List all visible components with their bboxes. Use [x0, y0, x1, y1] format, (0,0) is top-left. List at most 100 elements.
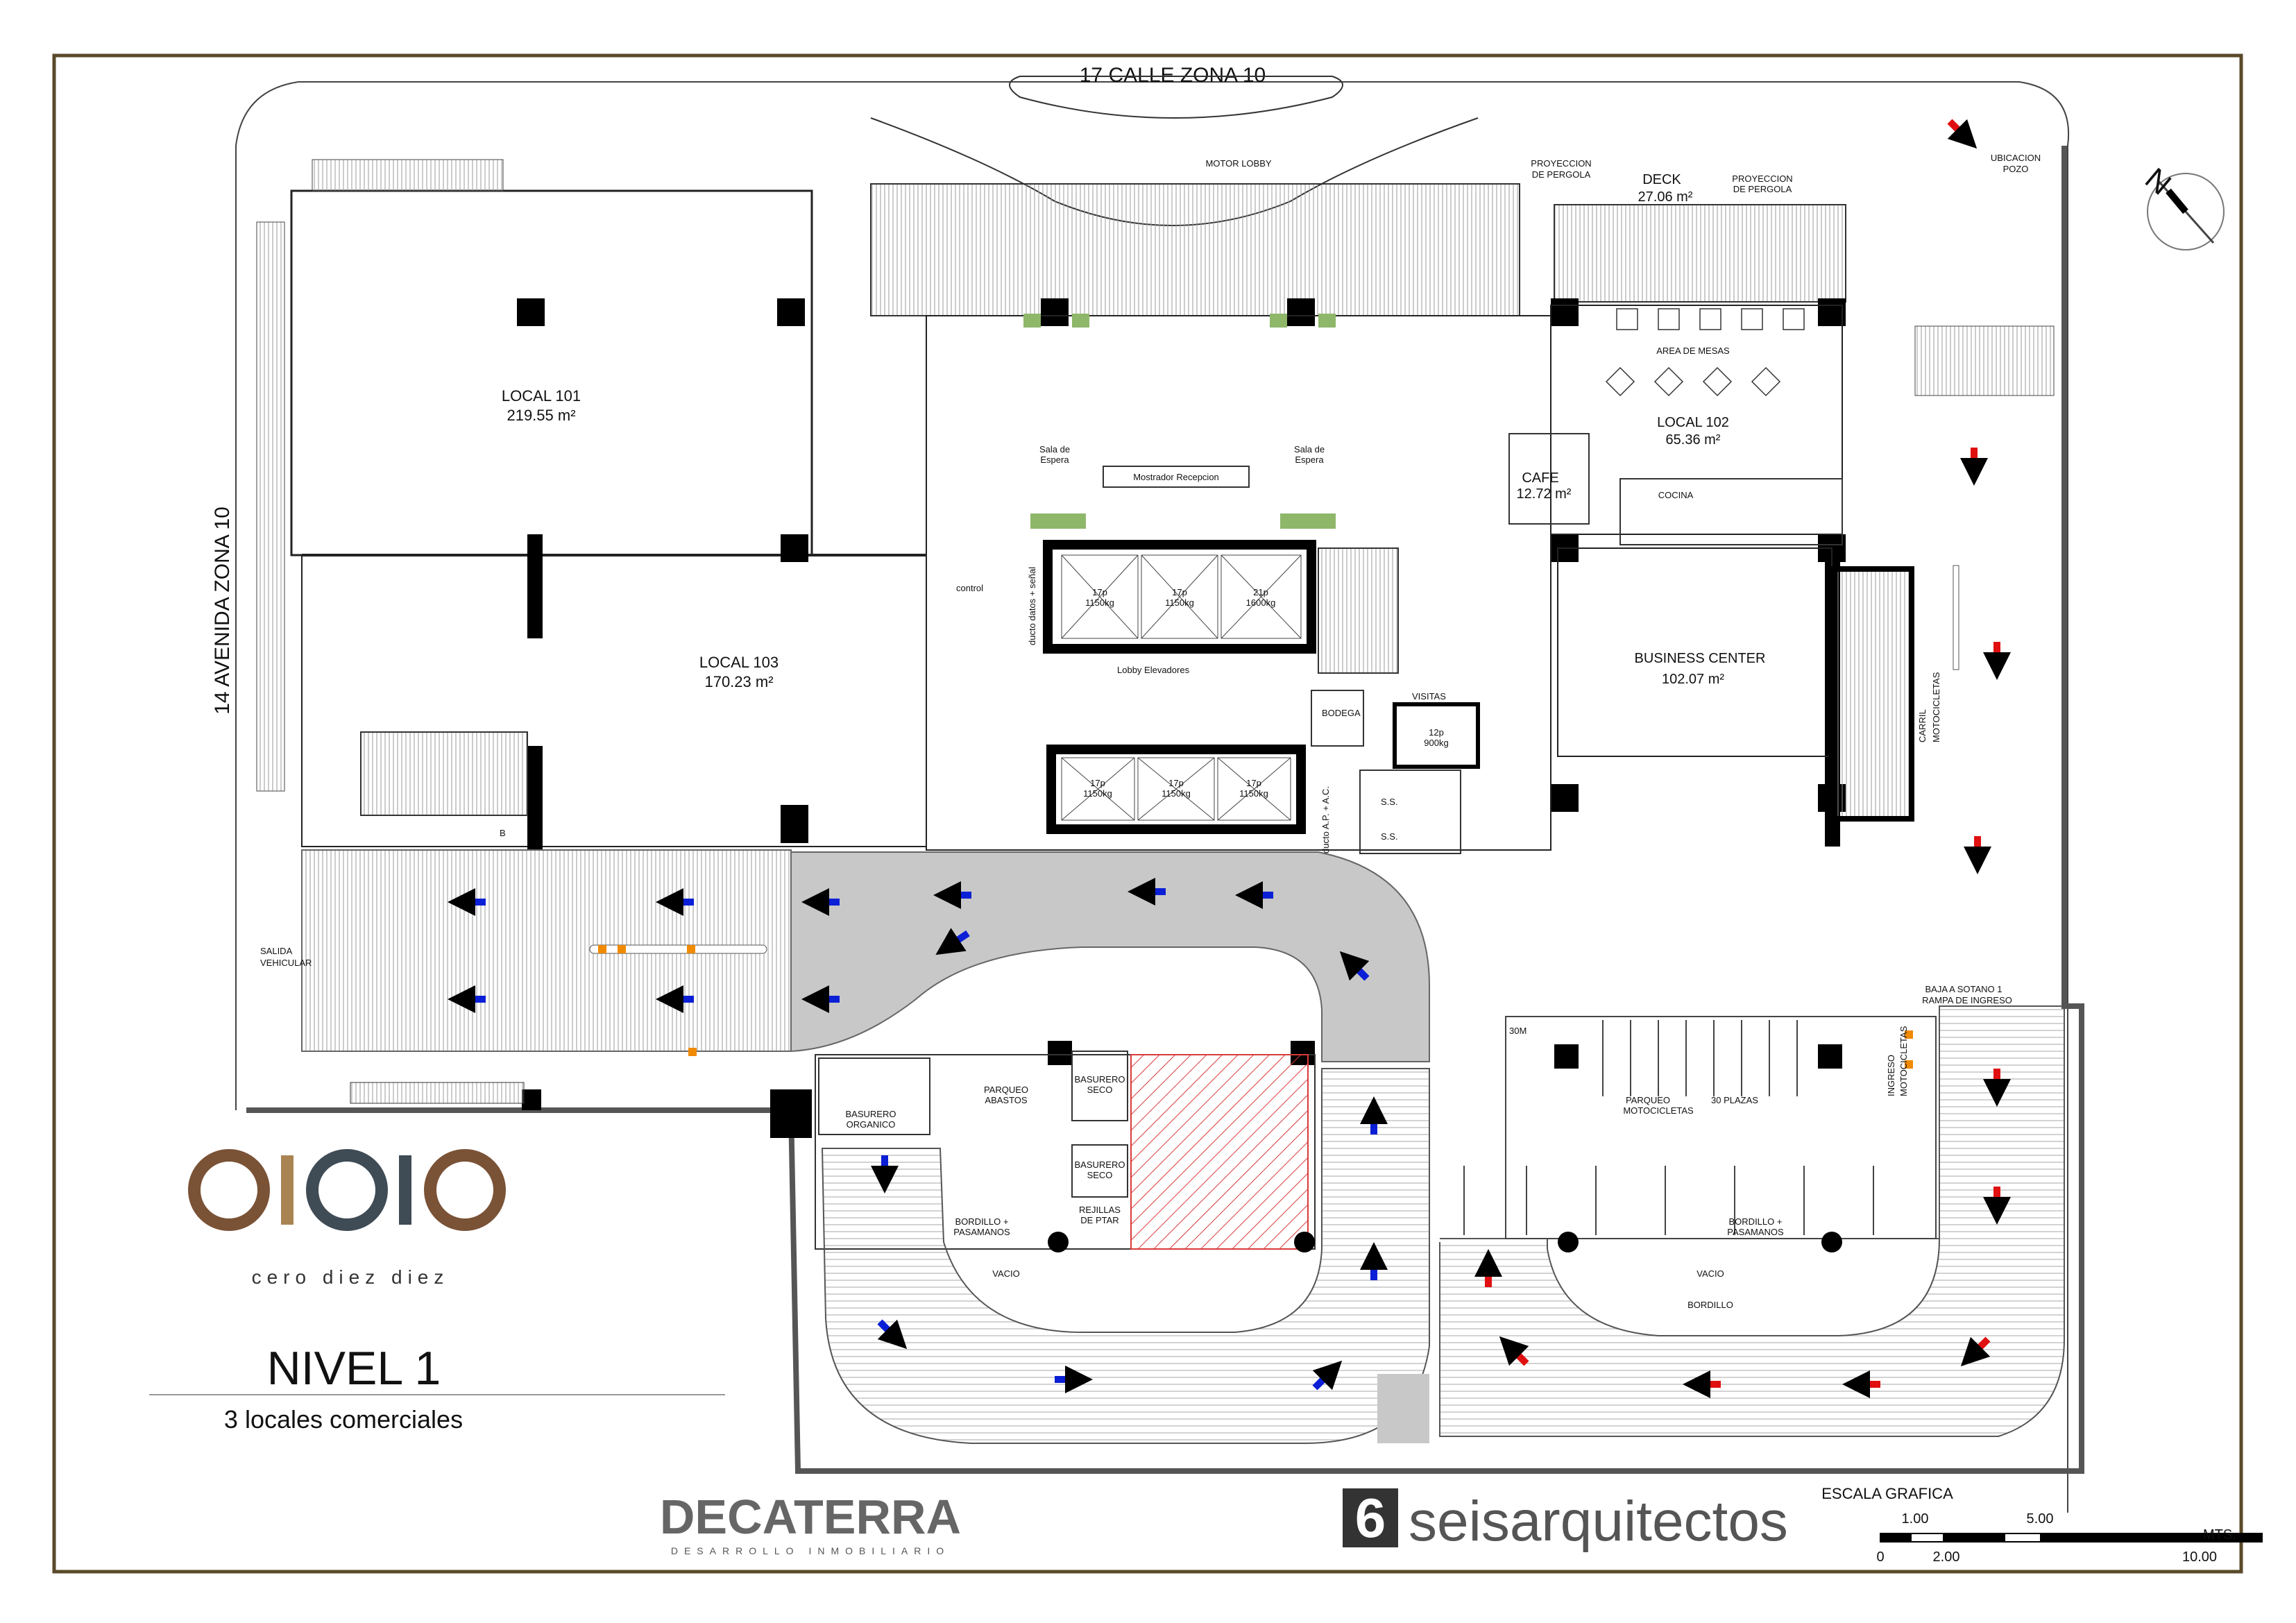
- local-101-outline: [290, 189, 813, 556]
- developer-tagline: DESARROLLO INMOBILIARIO: [671, 1545, 950, 1556]
- north-arrow: N: [2138, 162, 2225, 250]
- area-mesas-label: AREA DE MESAS: [1656, 346, 1730, 356]
- ingreso-moto-b: MOTOCICLETAS: [1898, 1026, 1909, 1096]
- scale-tick-2: 2.00: [1933, 1549, 1960, 1565]
- deck-area: 27.06 m²: [1638, 189, 1693, 205]
- traffic-arrows-blue: [448, 878, 1388, 1393]
- ingreso-moto-a: INGRESO: [1886, 1055, 1896, 1096]
- plazas-label: 30 PLAZAS: [1711, 1095, 1758, 1105]
- central-lobby-outline: [926, 315, 1551, 851]
- pergola-label-1a: PROYECCION: [1531, 158, 1591, 169]
- scale-title: ESCALA GRAFICA: [1821, 1485, 1953, 1502]
- basurero-seco2-b: SECO: [1087, 1170, 1113, 1180]
- local-102-outline: [1550, 305, 1843, 535]
- elev-bot-2-cap: 17p: [1168, 778, 1184, 788]
- moto-parking: [1505, 1016, 1937, 1239]
- basurero-seco1-b: SECO: [1087, 1085, 1113, 1095]
- stair-center: [1318, 547, 1399, 674]
- cafe-name: CAFE: [1522, 470, 1558, 486]
- stair-left-bottom: [350, 1082, 525, 1104]
- dining-tables: [1605, 308, 1805, 397]
- pozo-label-b: POZO: [2003, 164, 2029, 174]
- street-top-label: 17 CALLE ZONA 10: [1080, 64, 1266, 87]
- pergola-projection-left: [870, 183, 1520, 316]
- ramp-right: [1439, 1005, 2065, 1437]
- planter-top-3: [1270, 314, 1287, 328]
- bordillo-label: BORDILLO: [1687, 1300, 1733, 1310]
- parqueo-abastos-b: ABASTOS: [985, 1095, 1028, 1105]
- cafe-kiosk: [1508, 433, 1590, 525]
- motor-lobby-label: MOTOR LOBBY: [1205, 158, 1271, 169]
- sala1-b: Espera: [1040, 454, 1069, 465]
- salida-b: VEHICULAR: [260, 958, 312, 968]
- architect-mark-box: [1343, 1488, 1398, 1547]
- logo-tagline: cero diez diez: [252, 1266, 450, 1288]
- driveway-paving: [790, 851, 1430, 1062]
- basurero-seco2-a: BASURERO: [1075, 1159, 1125, 1170]
- ramp-left-gray: [1377, 1374, 1429, 1443]
- ss2-label: S.S.: [1381, 831, 1398, 842]
- pergola-projection-right: [1554, 204, 1846, 303]
- visitas-elev-load: 900kg: [1424, 738, 1448, 748]
- pergola-label-2a: PROYECCION: [1732, 173, 1792, 184]
- level-subtitle: 3 locales comerciales: [224, 1405, 463, 1434]
- ducto-ap-label: ducto A.P. + A.C.: [1320, 786, 1331, 853]
- basurero-seco-1: [1071, 1051, 1128, 1121]
- visitas-elev-cap: 12p: [1429, 727, 1444, 738]
- ramp-left: [821, 1068, 1430, 1444]
- lobby-elevadores-label: Lobby Elevadores: [1117, 665, 1190, 675]
- bordillo2-b: PASAMANOS: [1727, 1227, 1784, 1237]
- vacio1-label: VACIO: [992, 1268, 1020, 1279]
- basurero-seco1-a: BASURERO: [1075, 1074, 1125, 1085]
- round-columns: [1048, 1232, 1842, 1252]
- deck-name: DECK: [1642, 172, 1681, 187]
- elev-bot-2-load: 1150kg: [1162, 788, 1191, 799]
- structural-columns: [517, 298, 1846, 1138]
- scale-tick-1: 1.00: [1902, 1511, 1929, 1527]
- carril-a: CARRIL: [1917, 709, 1928, 742]
- elevator-block-bottom: [1046, 745, 1306, 834]
- developer-logo: DECATERRA: [660, 1490, 961, 1544]
- sheet-frame: [52, 53, 2243, 1574]
- visitas-elevator: [1393, 702, 1480, 769]
- reception-counter: [1103, 466, 1250, 488]
- salida-a: SALIDA: [260, 946, 293, 956]
- top-balcony-rail: [312, 159, 504, 192]
- rejillas-a: REJILLAS: [1079, 1205, 1121, 1215]
- stair-left: [360, 731, 528, 816]
- moto-lane: [1953, 565, 1959, 670]
- business-name: BUSINESS CENTER: [1635, 651, 1766, 666]
- architect-logo: seisarquitectos: [1409, 1490, 1788, 1553]
- local-101-name: LOCAL 101: [502, 387, 581, 405]
- baja-a: BAJA A SOTANO 1: [1925, 984, 2002, 994]
- traffic-arrows-red: [1474, 119, 2011, 1398]
- baja-b: RAMPA DE INGRESO: [1922, 995, 2012, 1005]
- rejillas-b: DE PTAR: [1080, 1215, 1119, 1225]
- local-103-area: 170.23 m²: [704, 673, 773, 690]
- basurero-org-b: ORGANICO: [847, 1119, 896, 1130]
- planter-left: [1030, 513, 1086, 529]
- planter-top-2: [1072, 314, 1089, 328]
- elev-bot-1-load: 1150kg: [1083, 788, 1112, 799]
- scale-tick-5: 5.00: [2027, 1511, 2054, 1527]
- bollards-orange: [598, 945, 1913, 1069]
- elev-top-1-cap: 17p: [1092, 587, 1107, 597]
- local-103-name: LOCAL 103: [699, 654, 779, 671]
- scale-tick-0: 0: [1876, 1549, 1884, 1565]
- planter-top-1: [1023, 314, 1041, 328]
- elev-bot-1-cap: 17p: [1090, 778, 1105, 788]
- cocina-label: COCINA: [1658, 490, 1694, 500]
- bordillo2-a: BORDILLO +: [1729, 1216, 1783, 1227]
- vacio2-label: VACIO: [1697, 1268, 1724, 1279]
- logo-mark: [188, 1149, 506, 1231]
- cafe-area: 12.72 m²: [1517, 486, 1572, 502]
- elev-top-1-load: 1150kg: [1085, 597, 1114, 608]
- ss1-label: S.S.: [1381, 797, 1398, 807]
- basurero-seco-2: [1071, 1144, 1128, 1198]
- visitas-label: VISITAS: [1412, 691, 1446, 702]
- bodega-room: [1311, 690, 1364, 747]
- ducto-datos-label: ducto datos + señal: [1027, 567, 1037, 645]
- basurero-organico-room: [818, 1057, 930, 1135]
- scale-tick-10: 10.00: [2182, 1549, 2217, 1565]
